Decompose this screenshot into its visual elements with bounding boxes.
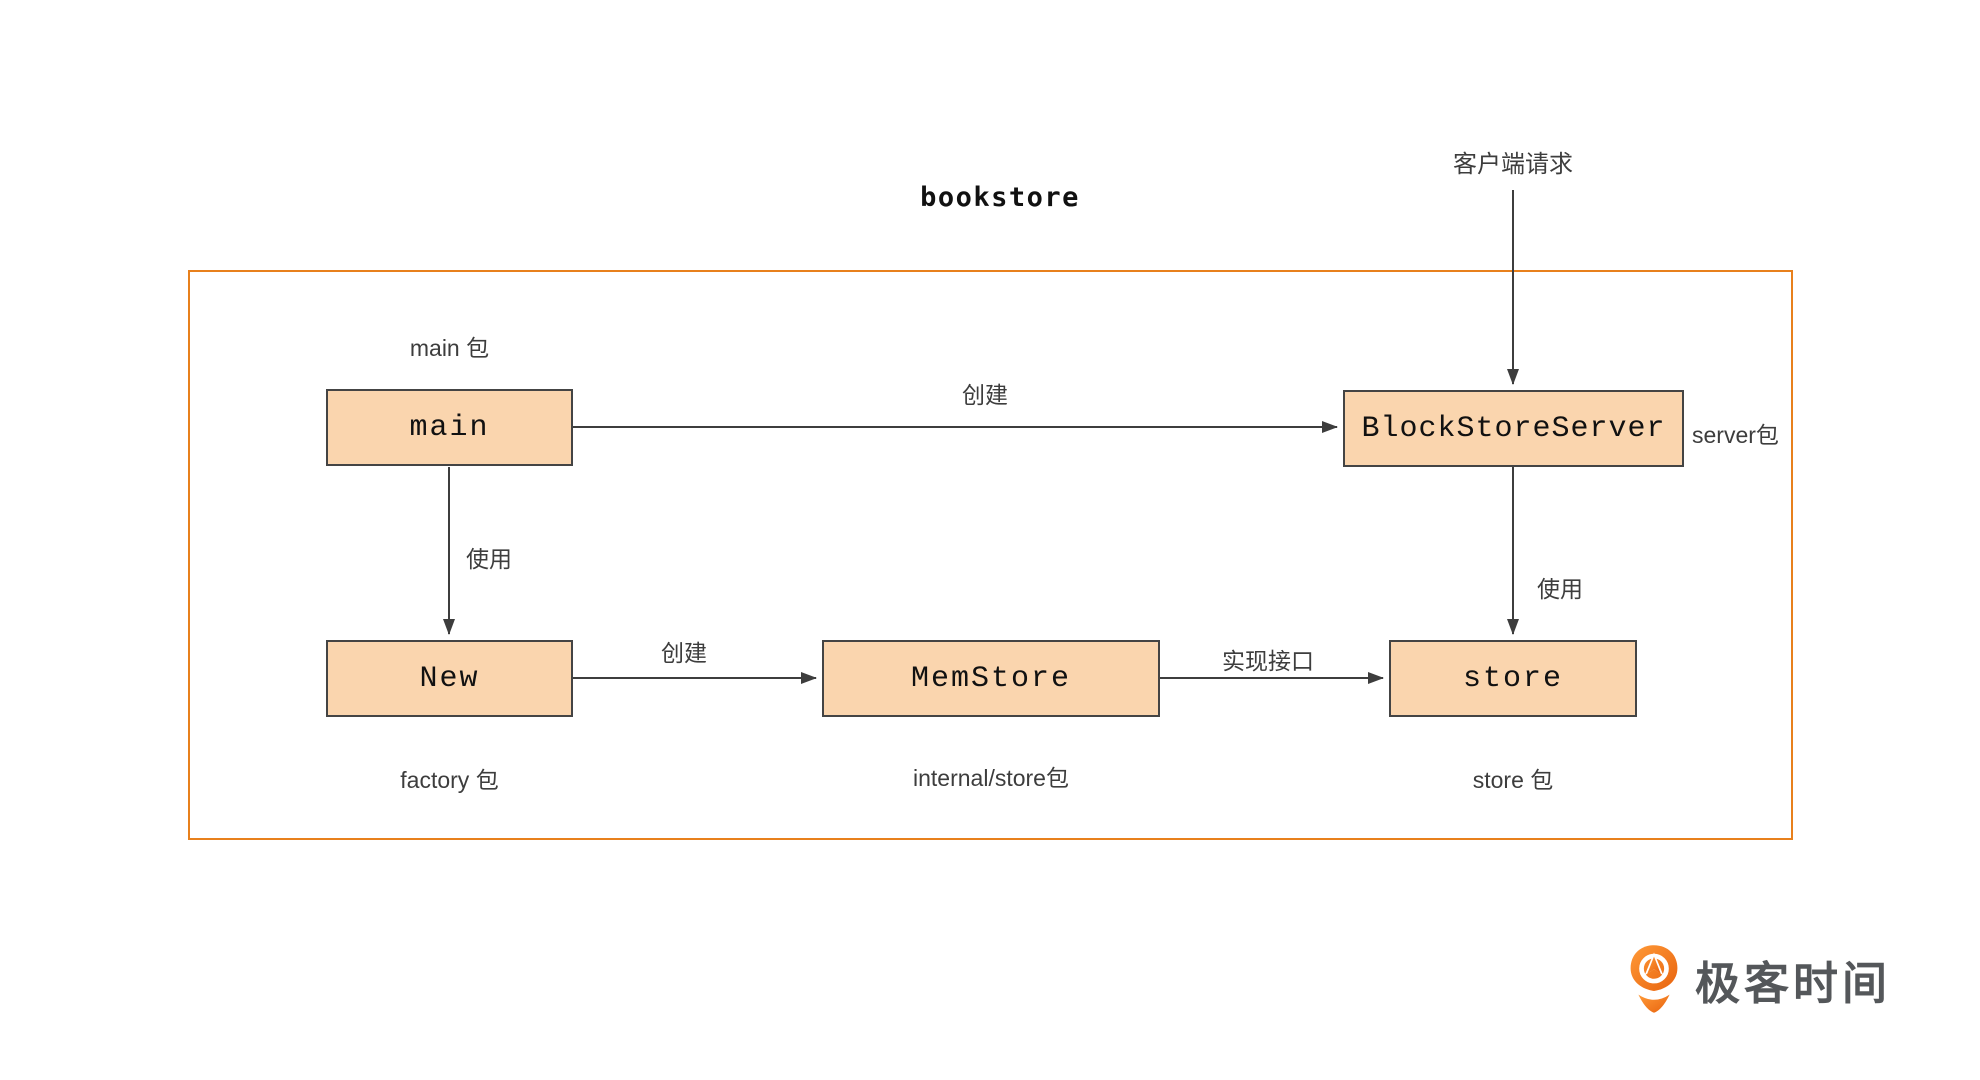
edge-label-implement-interface: 实现接口 (1222, 648, 1314, 674)
package-label-factory: factory 包 (400, 767, 499, 793)
node-blockstoreserver: BlockStoreServer (1343, 390, 1684, 467)
package-label-store: store 包 (1472, 767, 1554, 793)
edge-label-create-top: 创建 (962, 382, 1008, 408)
node-main: main (326, 389, 573, 466)
diagram-title: bookstore (920, 182, 1080, 213)
edge-label-create-bottom: 创建 (661, 640, 707, 666)
node-new: New (326, 640, 573, 717)
brand-name: 极客时间 (1695, 957, 1892, 1009)
geektime-pin-icon (1630, 945, 1678, 1013)
package-label-main: main 包 (409, 335, 490, 361)
node-store: store (1389, 640, 1637, 717)
client-request-label: 客户端请求 (1453, 151, 1573, 178)
package-label-server: server包 (1692, 422, 1779, 448)
bookstore-module-boundary (188, 270, 1793, 840)
edge-label-use-right: 使用 (1537, 576, 1583, 602)
edge-label-use-left: 使用 (466, 546, 512, 572)
package-label-internal-store: internal/store包 (913, 765, 1069, 791)
brand-logo: 极客时间 (1628, 944, 1891, 1014)
node-memstore: MemStore (822, 640, 1160, 717)
